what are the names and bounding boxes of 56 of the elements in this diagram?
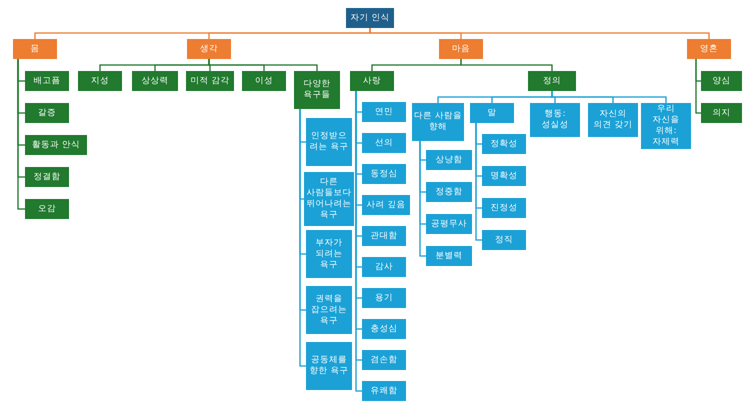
subcategory-node: 오감 bbox=[25, 199, 69, 219]
item-node: 선의 bbox=[362, 133, 406, 153]
item-node: 진정성 bbox=[482, 198, 526, 218]
item-node: 겸손함 bbox=[362, 350, 406, 370]
item-node: 명확성 bbox=[482, 166, 526, 186]
item-node: 사려 깊음 bbox=[362, 195, 410, 215]
item-node: 부자가 되려는 욕구 bbox=[306, 230, 352, 278]
item-node: 다른 사람을 향해 bbox=[412, 103, 464, 141]
subcategory-node: 사랑 bbox=[350, 71, 394, 91]
item-node: 상냥함 bbox=[426, 150, 472, 170]
item-node: 관대함 bbox=[362, 226, 406, 246]
connector-line bbox=[208, 59, 318, 71]
item-node: 우리 자신을 위해: 자제력 bbox=[641, 103, 691, 149]
item-node: 유쾌함 bbox=[362, 381, 406, 401]
item-node: 감사 bbox=[362, 257, 406, 277]
item-node: 충성심 bbox=[362, 319, 406, 339]
subcategory-node: 상상력 bbox=[132, 71, 178, 91]
category-node: 영혼 bbox=[687, 39, 731, 59]
subcategory-node: 갈증 bbox=[25, 103, 69, 123]
root-node: 자기 인식 bbox=[346, 8, 394, 28]
item-node: 동정심 bbox=[362, 164, 406, 184]
category-node: 마음 bbox=[439, 39, 483, 59]
connector-line bbox=[695, 59, 701, 114]
subcategory-node: 의지 bbox=[701, 103, 742, 123]
connector-line bbox=[460, 59, 553, 71]
category-node: 생각 bbox=[187, 39, 231, 59]
item-node: 연민 bbox=[362, 102, 406, 122]
item-node: 권력을 잡으려는 욕구 bbox=[306, 286, 352, 334]
subcategory-node: 배고픔 bbox=[25, 71, 69, 91]
item-node: 행동: 성실성 bbox=[530, 103, 580, 137]
item-node: 공동체를 향한 욕구 bbox=[306, 342, 352, 390]
connector-line bbox=[475, 123, 482, 241]
item-node: 다른 사람들보다 뛰어나려는 욕구 bbox=[304, 172, 354, 226]
connector-line bbox=[299, 109, 306, 367]
subcategory-node: 정결함 bbox=[25, 167, 69, 187]
item-node: 용기 bbox=[362, 288, 406, 308]
subcategory-node: 정의 bbox=[528, 71, 576, 91]
item-node: 분별력 bbox=[426, 246, 472, 266]
item-node: 정확성 bbox=[482, 134, 526, 154]
subcategory-node: 다양한 욕구들 bbox=[294, 71, 340, 109]
category-node: 몸 bbox=[13, 39, 57, 59]
subcategory-node: 이성 bbox=[242, 71, 286, 91]
connector-line bbox=[551, 91, 667, 103]
connector-line bbox=[419, 141, 426, 257]
subcategory-node: 양심 bbox=[701, 71, 742, 91]
item-node: 인정받으려는 욕구 bbox=[306, 118, 352, 166]
item-node: 자신의 의견 갖기 bbox=[588, 103, 638, 137]
connector-line bbox=[369, 28, 710, 39]
subcategory-node: 지성 bbox=[78, 71, 122, 91]
item-node: 정중함 bbox=[426, 182, 472, 202]
item-node: 공평무사 bbox=[426, 214, 472, 234]
item-node: 말 bbox=[470, 103, 514, 123]
connector-line bbox=[17, 59, 25, 210]
item-node: 정직 bbox=[482, 230, 526, 250]
subcategory-node: 미적 감각 bbox=[186, 71, 234, 91]
subcategory-node: 활동과 안식 bbox=[25, 135, 87, 155]
